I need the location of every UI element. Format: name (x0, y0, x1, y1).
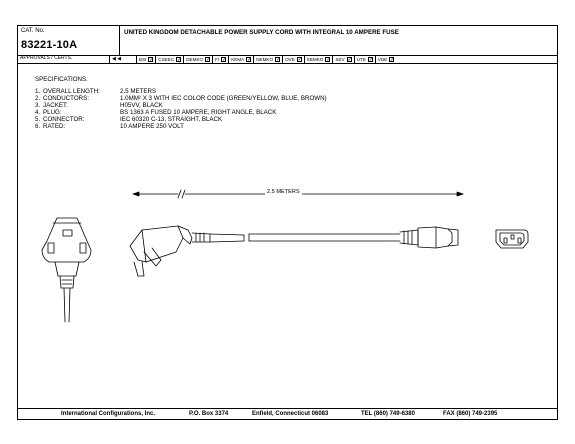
spec-key: JACKET: (43, 102, 68, 109)
spec-number: 4. (35, 109, 41, 116)
plug-front-view (41, 217, 92, 323)
approvals-divider (109, 55, 110, 63)
title-block: CAT. No. 83221-10A UNITED KINGDOM DETACH… (18, 26, 557, 56)
spec-key: CONDUCTORS: (43, 95, 89, 102)
connector-side-view (399, 226, 459, 249)
checkbox-icon: ✓ (275, 56, 281, 63)
spec-key: RATED: (43, 123, 66, 130)
drawing-sheet: CAT. No. 83221-10A UNITED KINGDOM DETACH… (17, 25, 558, 420)
checkbox-icon: ✓ (367, 56, 373, 63)
spec-key: CONNECTOR: (43, 116, 85, 123)
footer-city: Enfield, Connecticut 06083 (252, 411, 329, 417)
cert-sev: SEV✓ (332, 55, 353, 63)
spec-row: 5.CONNECTOR: IEC 60320 C-13, STRAIGHT, BL… (35, 116, 223, 124)
spec-value: 1.0MM² X 3 WITH IEC COLOR CODE (GREEN/YE… (120, 95, 327, 102)
cert-cseec: CSEEC✓ (155, 55, 183, 63)
spec-value: H05VV, BLACK (120, 102, 163, 109)
footer-company: International Configurations, Inc. (61, 411, 156, 417)
spec-value: BS 1363 A FUSED 10 AMPERE, RIGHT ANGLE, … (120, 109, 277, 116)
cert-label: UTE (356, 56, 366, 62)
dimension-label: 2.5 METERS (265, 189, 302, 195)
checkbox-icon: ✓ (221, 56, 227, 63)
catalog-cell: CAT. No. 83221-10A (18, 26, 120, 55)
footer-tel: TEL (860) 749-6380 (361, 411, 415, 417)
plug-side-view (129, 225, 211, 277)
spec-number: 1. (35, 88, 41, 95)
cert-label: CSEEC (158, 56, 175, 62)
footer: International Configurations, Inc. P.O. … (18, 408, 557, 420)
cert-demko: DEMKO✓ (183, 55, 212, 63)
spec-key: PLUG: (43, 109, 62, 116)
specifications-heading: SPECIFICATIONS: (35, 76, 88, 83)
approvals-row: APPROVALS / CERTS. ◀ ◀ BSI✓ CSEEC✓ DEMKO… (18, 55, 557, 64)
cert-label: KEMA (231, 56, 245, 62)
spec-value: 2.5 METERS (120, 88, 157, 95)
approvals-arrows-icon: ◀ ◀ (112, 56, 122, 62)
spec-number: 6. (35, 123, 41, 130)
cert-kema: KEMA✓ (228, 55, 253, 63)
checkbox-icon: ✓ (296, 56, 302, 63)
catalog-label: CAT. No. (21, 28, 45, 34)
cert-ove: OVE✓ (282, 55, 304, 63)
cert-vde: VDE✓ (374, 55, 396, 63)
cert-label: SEMKO (306, 56, 324, 62)
catalog-number: 83221-10A (21, 39, 78, 51)
spec-row: 2.CONDUCTORS: 1.0MM² X 3 WITH IEC COLOR C… (35, 95, 327, 103)
cert-fi: FI✓ (212, 55, 228, 63)
footer-po-box: P.O. Box 3374 (189, 411, 229, 417)
cert-label: DEMKO (186, 56, 204, 62)
spec-row: 1.OVERALL LENGTH: 2.5 METERS (35, 88, 157, 96)
cert-list: BSI✓ CSEEC✓ DEMKO✓ FI✓ KEMA✓ NEMKO✓ OVE✓… (136, 55, 396, 63)
spec-number: 2. (35, 95, 41, 102)
cert-bsi: BSI✓ (136, 55, 155, 63)
spec-number: 3. (35, 102, 41, 109)
spec-row: 6.RATED: 10 AMPERE 250 VOLT (35, 123, 184, 131)
cert-label: VDE (377, 56, 388, 62)
cert-label: SEV (335, 56, 345, 62)
spec-row: 4.PLUG: BS 1363 A FUSED 10 AMPERE, RIGHT … (35, 109, 277, 117)
approvals-label: APPROVALS / CERTS. (20, 55, 73, 61)
spec-key: OVERALL LENGTH: (43, 88, 100, 95)
checkbox-icon: ✓ (389, 56, 395, 63)
cert-label: BSI (139, 56, 147, 62)
checkbox-icon: ✓ (176, 56, 182, 63)
cert-label: NEMKO (256, 56, 274, 62)
footer-fax: FAX (860) 749-2395 (443, 411, 498, 417)
connector-front-view (495, 229, 529, 249)
cord-drawing (41, 189, 529, 323)
product-title: UNITED KINGDOM DETACHABLE POWER SUPPLY C… (124, 29, 399, 36)
checkbox-icon: ✓ (148, 56, 154, 63)
dimension-line (132, 189, 464, 199)
power-cord (209, 233, 401, 243)
spec-number: 5. (35, 116, 41, 123)
cert-semko: SEMKO✓ (303, 55, 333, 63)
cert-label: FI (215, 56, 220, 62)
spec-row: 3.JACKET: H05VV, BLACK (35, 102, 163, 110)
cert-ute: UTE✓ (353, 55, 375, 63)
checkbox-icon: ✓ (246, 56, 252, 63)
cert-label: OVE (285, 56, 295, 62)
checkbox-icon: ✓ (325, 56, 331, 63)
spec-value: 10 AMPERE 250 VOLT (120, 123, 184, 130)
spec-value: IEC 60320 C-13, STRAIGHT, BLACK (120, 116, 223, 123)
cert-nemko: NEMKO✓ (253, 55, 282, 63)
checkbox-icon: ✓ (346, 56, 352, 63)
checkbox-icon: ✓ (205, 56, 211, 63)
